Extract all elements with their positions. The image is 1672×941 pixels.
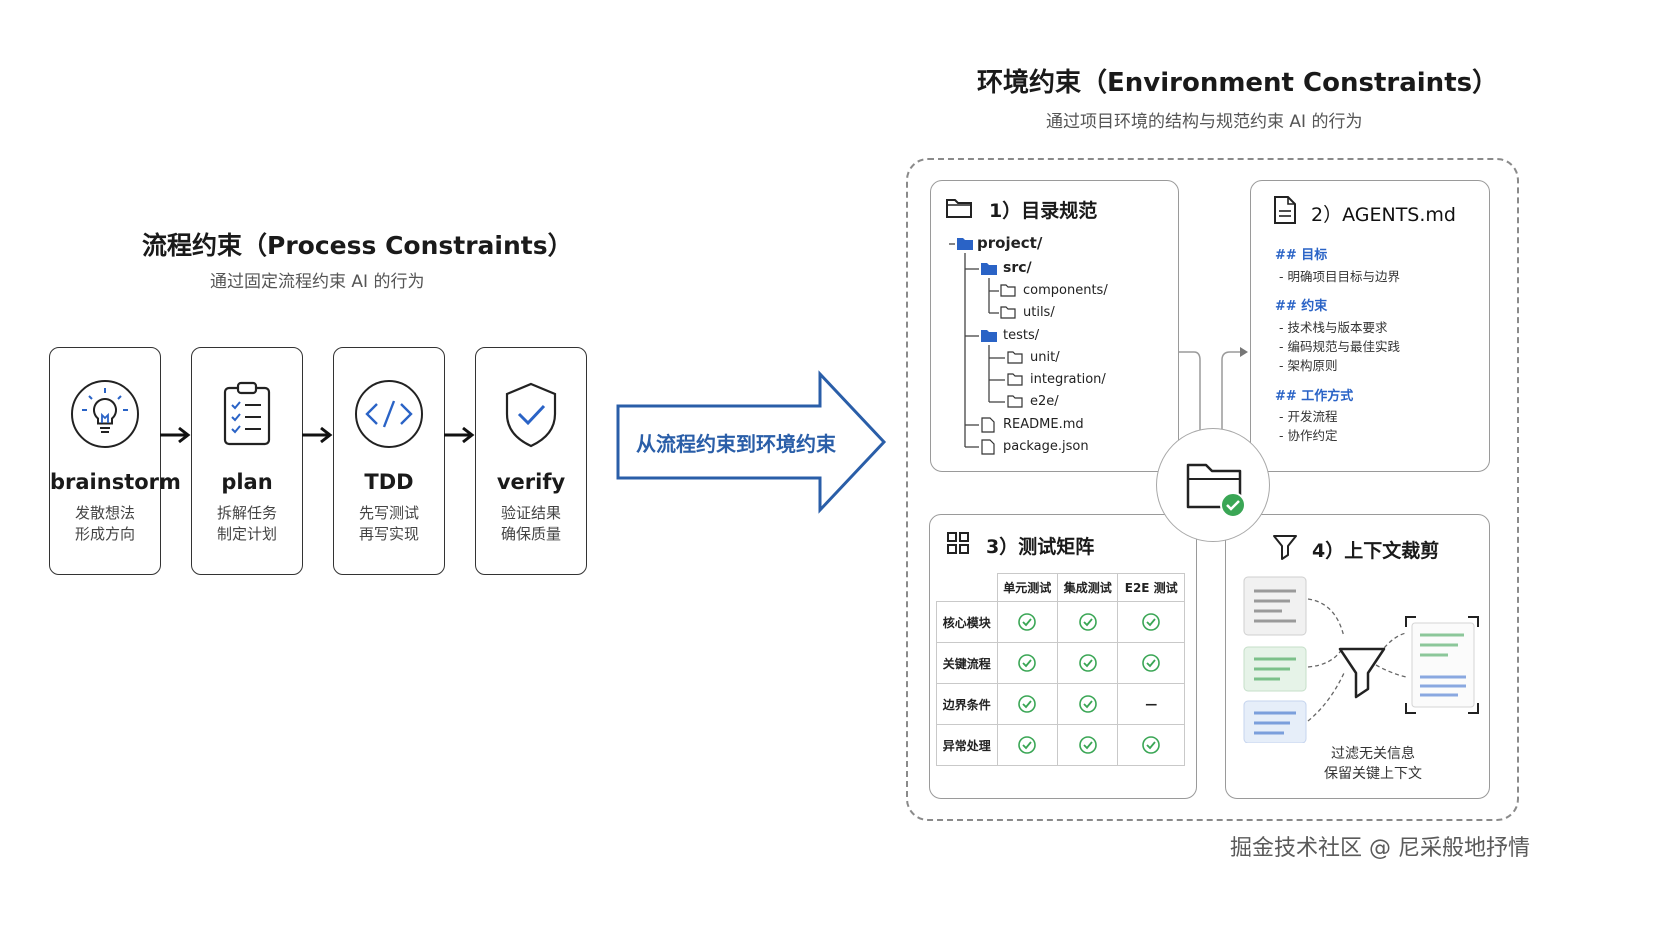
matrix-row-label: 异常处理: [936, 724, 998, 766]
context-caption: 过滤无关信息: [1331, 746, 1415, 762]
matrix-dash: —: [1117, 683, 1185, 725]
panel-context-trimming: 4）上下文裁剪 过滤无关信息 保留关键上下文: [1225, 514, 1490, 799]
check-circle-icon: [1142, 613, 1161, 631]
check-circle-icon: [1018, 613, 1037, 631]
step-desc-2: 制定计划: [216, 525, 277, 543]
environment-subtitle: 通过项目环境的结构与规范约束 AI 的行为: [1046, 112, 1363, 132]
big-transition-arrow: [616, 370, 887, 514]
transition-label: 从流程约束到环境约束: [636, 432, 836, 456]
panel-directory: 1）目录规范: [930, 180, 1179, 472]
step-desc-2: 再写实现: [358, 525, 419, 543]
tree-item: package.json: [1003, 439, 1089, 454]
step-card-plan: plan 拆解任务 制定计划: [191, 347, 303, 575]
clipboard-checklist-icon: [223, 381, 271, 446]
agents-heading: ## 约束: [1275, 299, 1328, 314]
arrow-right-icon: [160, 426, 191, 444]
panel-test-matrix: 3）测试矩阵 单元测试 集成测试 E2E 测试 核心模块 关键流程 边界条件 —: [929, 514, 1197, 799]
step-desc-1: 拆解任务: [216, 504, 277, 522]
tree-lines: [949, 238, 1023, 455]
agents-item: - 技术栈与版本要求: [1279, 320, 1388, 335]
lightbulb-icon: [71, 380, 139, 448]
tree-item: src/: [1003, 260, 1032, 276]
matrix-row: 边界条件 —: [936, 683, 1185, 725]
step-name: brainstorm: [50, 470, 181, 494]
environment-container: [906, 158, 1519, 821]
agents-item: - 架构原则: [1279, 358, 1338, 373]
step-desc-1: 发散想法: [74, 504, 135, 522]
filter-icon: [1273, 535, 1297, 560]
check-circle-icon: [1142, 736, 1161, 754]
matrix-column-header: E2E 测试: [1117, 573, 1185, 602]
matrix-row: 关键流程: [936, 642, 1185, 684]
tree-item: README.md: [1003, 417, 1084, 432]
step-desc-1: 先写测试: [358, 504, 419, 522]
check-circle-icon: [1078, 695, 1097, 713]
tree-item: integration/: [1030, 372, 1106, 387]
check-circle-icon: [1142, 654, 1161, 672]
shield-check-icon: [505, 382, 557, 448]
panel-title: 3）测试矩阵: [986, 536, 1095, 558]
step-name: verify: [496, 470, 566, 494]
agents-item: - 编码规范与最佳实践: [1279, 339, 1400, 354]
tree-item: e2e/: [1030, 394, 1059, 409]
agents-item: - 明确项目目标与边界: [1279, 269, 1400, 284]
matrix-row-label: 边界条件: [936, 683, 998, 725]
panel-title: 1）目录规范: [989, 200, 1098, 222]
tree-item: utils/: [1023, 305, 1055, 320]
agents-heading: ## 工作方式: [1275, 389, 1354, 404]
context-filter-illustration: [1243, 576, 1479, 743]
step-card-verify: verify 验证结果 确保质量: [475, 347, 587, 575]
context-caption: 保留关键上下文: [1324, 766, 1422, 782]
grid-icon: [947, 532, 969, 554]
step-card-brainstorm: brainstorm 发散想法 形成方向: [49, 347, 181, 575]
step-desc-1: 验证结果: [500, 504, 561, 522]
center-hub: [1156, 428, 1270, 542]
tree-item: tests/: [1003, 328, 1040, 343]
matrix-column-header: 单元测试: [996, 573, 1058, 602]
connector-lines: [1178, 347, 1248, 460]
agents-item: - 协作约定: [1279, 428, 1338, 443]
step-desc-2: 形成方向: [74, 525, 135, 543]
step-desc-2: 确保质量: [500, 525, 561, 543]
process-title: 流程约束（Process Constraints）: [142, 231, 573, 260]
arrow-right-icon: [444, 426, 475, 444]
panel-agents: 2）AGENTS.md ## 目标 - 明确项目目标与边界 ## 约束 - 技术…: [1250, 180, 1490, 472]
matrix-row: 核心模块: [936, 601, 1185, 643]
tree-item: unit/: [1030, 350, 1060, 365]
arrow-right-icon: [302, 426, 333, 444]
check-circle-icon: [1018, 654, 1037, 672]
agents-heading: ## 目标: [1275, 248, 1328, 263]
matrix-column-header: 集成测试: [1056, 573, 1119, 602]
watermark: 掘金技术社区 @ 尼采般地抒情: [1230, 836, 1530, 861]
check-circle-icon: [1018, 736, 1037, 754]
check-circle-icon: [1078, 613, 1097, 631]
step-name: TDD: [364, 470, 414, 494]
environment-title: 环境约束（Environment Constraints）: [977, 68, 1499, 98]
check-circle-icon: [1018, 695, 1037, 713]
matrix-row-label: 核心模块: [936, 601, 998, 643]
check-circle-icon: [1078, 736, 1097, 754]
agents-item: - 开发流程: [1279, 409, 1338, 424]
step-card-tdd: TDD 先写测试 再写实现: [333, 347, 445, 575]
matrix-row-label: 关键流程: [936, 642, 998, 684]
folder-icon: [946, 199, 972, 218]
check-circle-icon: [1078, 654, 1097, 672]
matrix-row: 异常处理: [936, 724, 1185, 766]
code-icon: [355, 380, 423, 448]
panel-title: 4）上下文裁剪: [1312, 540, 1440, 562]
tree-item: project/: [977, 234, 1043, 252]
document-icon: [1274, 196, 1296, 224]
tree-item: components/: [1023, 283, 1108, 298]
process-subtitle: 通过固定流程约束 AI 的行为: [210, 272, 425, 292]
step-name: plan: [221, 470, 273, 494]
panel-title: 2）AGENTS.md: [1311, 204, 1456, 226]
folder-check-icon: [1186, 463, 1246, 518]
test-matrix-table: 单元测试 集成测试 E2E 测试 核心模块 关键流程 边界条件 — 异常处理: [936, 573, 1185, 766]
